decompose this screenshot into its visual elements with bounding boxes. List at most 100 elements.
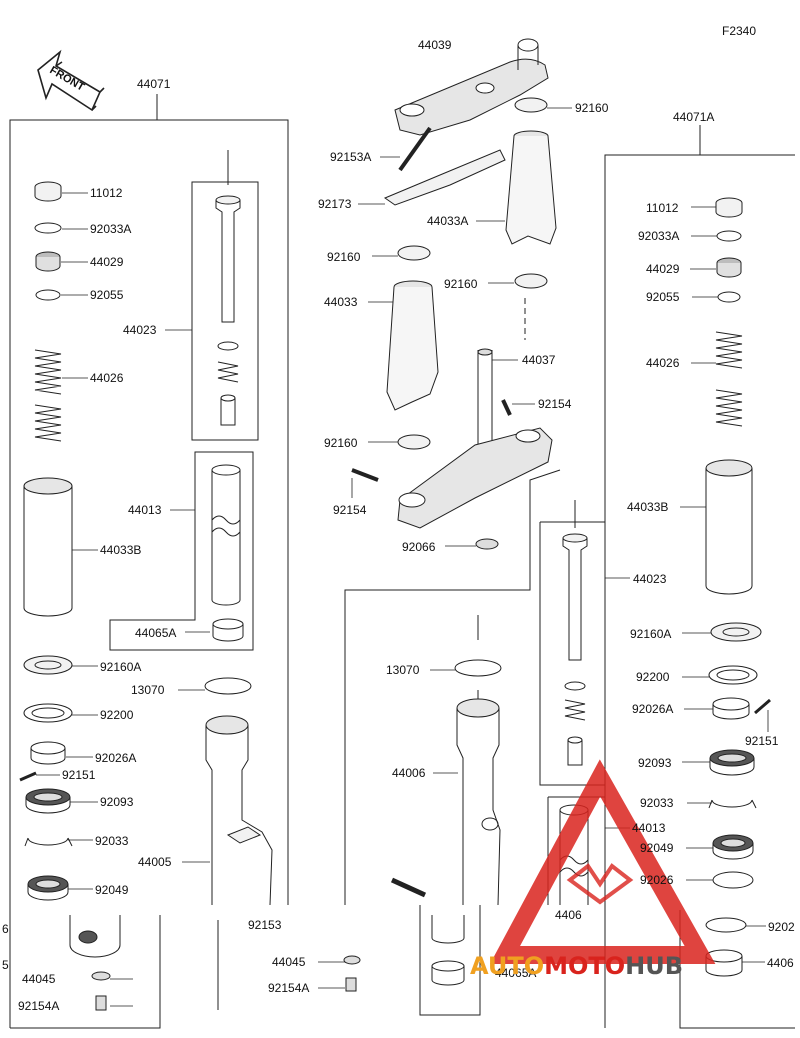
callout-r-44013: 44013	[632, 821, 666, 835]
part-92154A-center	[345, 977, 357, 992]
callout-92160-top: 92160	[575, 101, 609, 115]
part-44045-center	[343, 955, 361, 965]
part-r-92160A	[710, 622, 762, 642]
part-r-92026A	[712, 697, 750, 720]
watermark-hub: HUB	[625, 952, 684, 980]
callout-r-92200: 92200	[636, 670, 670, 684]
callout-92033A: 92033A	[90, 222, 132, 236]
callout-r-92151: 92151	[745, 734, 779, 748]
part-r-92033A	[716, 230, 742, 242]
part-92153-bolt	[390, 877, 427, 898]
part-92055-oring	[35, 289, 61, 301]
callout-92049: 92049	[95, 883, 129, 897]
callout-13070-center: 13070	[386, 663, 420, 677]
callout-92154A-center: 92154A	[268, 981, 310, 995]
callout-r-92026: 92026	[640, 873, 674, 887]
part-r-44026-spring	[715, 331, 743, 427]
callout-r-92033A: 92033A	[638, 229, 680, 243]
part-92049-seal	[27, 875, 69, 901]
part-44033-cover	[386, 280, 439, 411]
callout-44013: 44013	[128, 503, 162, 517]
part-44029	[35, 251, 61, 272]
part-44039-top-bracket	[394, 38, 549, 136]
callout-44023: 44023	[123, 323, 157, 337]
part-92160-c	[397, 434, 431, 450]
callout-r-4406: 4406	[767, 956, 794, 970]
callout-44005: 44005	[138, 855, 172, 869]
part-44037-stem-bracket	[397, 348, 553, 529]
part-r-92200	[708, 665, 758, 685]
part-92154-bolt-b	[351, 468, 379, 482]
part-92151-bolt	[19, 771, 37, 782]
callout-4406-cut: 4406	[555, 908, 582, 922]
callout-13070: 13070	[131, 683, 165, 697]
part-44033A-cover	[505, 130, 557, 245]
part-92154-bolt-a	[501, 399, 512, 416]
part-r-44023-damper	[562, 500, 588, 766]
part-r-92151-bolt	[754, 698, 771, 715]
part-44065A-bushing	[212, 618, 244, 642]
left-fork-frame	[9, 94, 289, 1029]
part-r-44029	[716, 257, 742, 278]
part-r-9202	[705, 917, 747, 933]
callout-92066: 92066	[402, 540, 436, 554]
part-92173-bracket	[383, 149, 506, 206]
callout-r-44033B: 44033B	[627, 500, 669, 514]
part-44006-outer-tube	[456, 698, 501, 906]
part-13070-ring	[204, 677, 252, 695]
part-92154A-bolt	[95, 995, 107, 1011]
part-44013-cylinder	[211, 464, 241, 606]
callout-r-92049: 92049	[640, 841, 674, 855]
callout-44065A-center: 44065A	[495, 966, 537, 980]
callout-92173: 92173	[318, 197, 352, 211]
callout-92200: 92200	[100, 708, 134, 722]
part-44005-outer-tube	[205, 715, 273, 906]
callout-r-44023: 44023	[633, 572, 667, 586]
callout-r-92055: 92055	[646, 290, 680, 304]
callout-r-11012: 11012	[646, 201, 679, 215]
part-92160-top	[514, 97, 548, 113]
part-r-92093	[709, 749, 755, 776]
part-r-92055	[717, 291, 741, 303]
callout-r-92026A: 92026A	[632, 702, 674, 716]
callout-92160-a: 92160	[327, 250, 361, 264]
callout-92151: 92151	[62, 768, 96, 782]
callout-44006: 44006	[392, 766, 426, 780]
watermark-logo	[489, 759, 716, 964]
part-92033A-ring	[34, 222, 62, 234]
group-label-right: 44071A	[673, 110, 715, 124]
callout-92160-b: 92160	[444, 277, 478, 291]
callout-92033: 92033	[95, 834, 129, 848]
part-left-lower-hole	[78, 930, 98, 944]
part-r-92049	[712, 834, 754, 860]
part-92153A-bolt	[398, 126, 432, 172]
part-92200-washer	[23, 703, 73, 723]
callout-92153: 92153	[248, 918, 282, 932]
part-92033-circlip	[24, 837, 73, 847]
callout-44065A: 44065A	[135, 626, 177, 640]
part-92160-a	[397, 245, 431, 261]
callout-r-44026: 44026	[646, 356, 680, 370]
callout-44045-center: 44045	[272, 955, 306, 969]
part-92093-seal	[25, 788, 71, 814]
part-center-cut-bushing	[431, 915, 465, 944]
callout-cut-5: 5	[2, 958, 9, 972]
callout-44029: 44029	[90, 255, 124, 269]
callout-r-44029: 44029	[646, 262, 680, 276]
callout-r-92033: 92033	[640, 796, 674, 810]
figure-id: F2340	[722, 24, 757, 38]
callout-92160A: 92160A	[100, 660, 142, 674]
part-92026A-clamp	[30, 741, 66, 765]
part-r-11012-cap	[715, 197, 743, 218]
part-11012-cap	[34, 181, 62, 202]
part-44065A-center	[431, 960, 465, 986]
callout-44045: 44045	[22, 972, 56, 986]
callout-92154-a: 92154	[538, 397, 572, 411]
callout-92055: 92055	[90, 288, 124, 302]
callout-92154-b: 92154	[333, 503, 367, 517]
leader-lines	[36, 107, 769, 1007]
callout-92160-c: 92160	[324, 436, 358, 450]
part-44045-washer	[91, 971, 111, 981]
part-44026-spring	[34, 349, 62, 442]
